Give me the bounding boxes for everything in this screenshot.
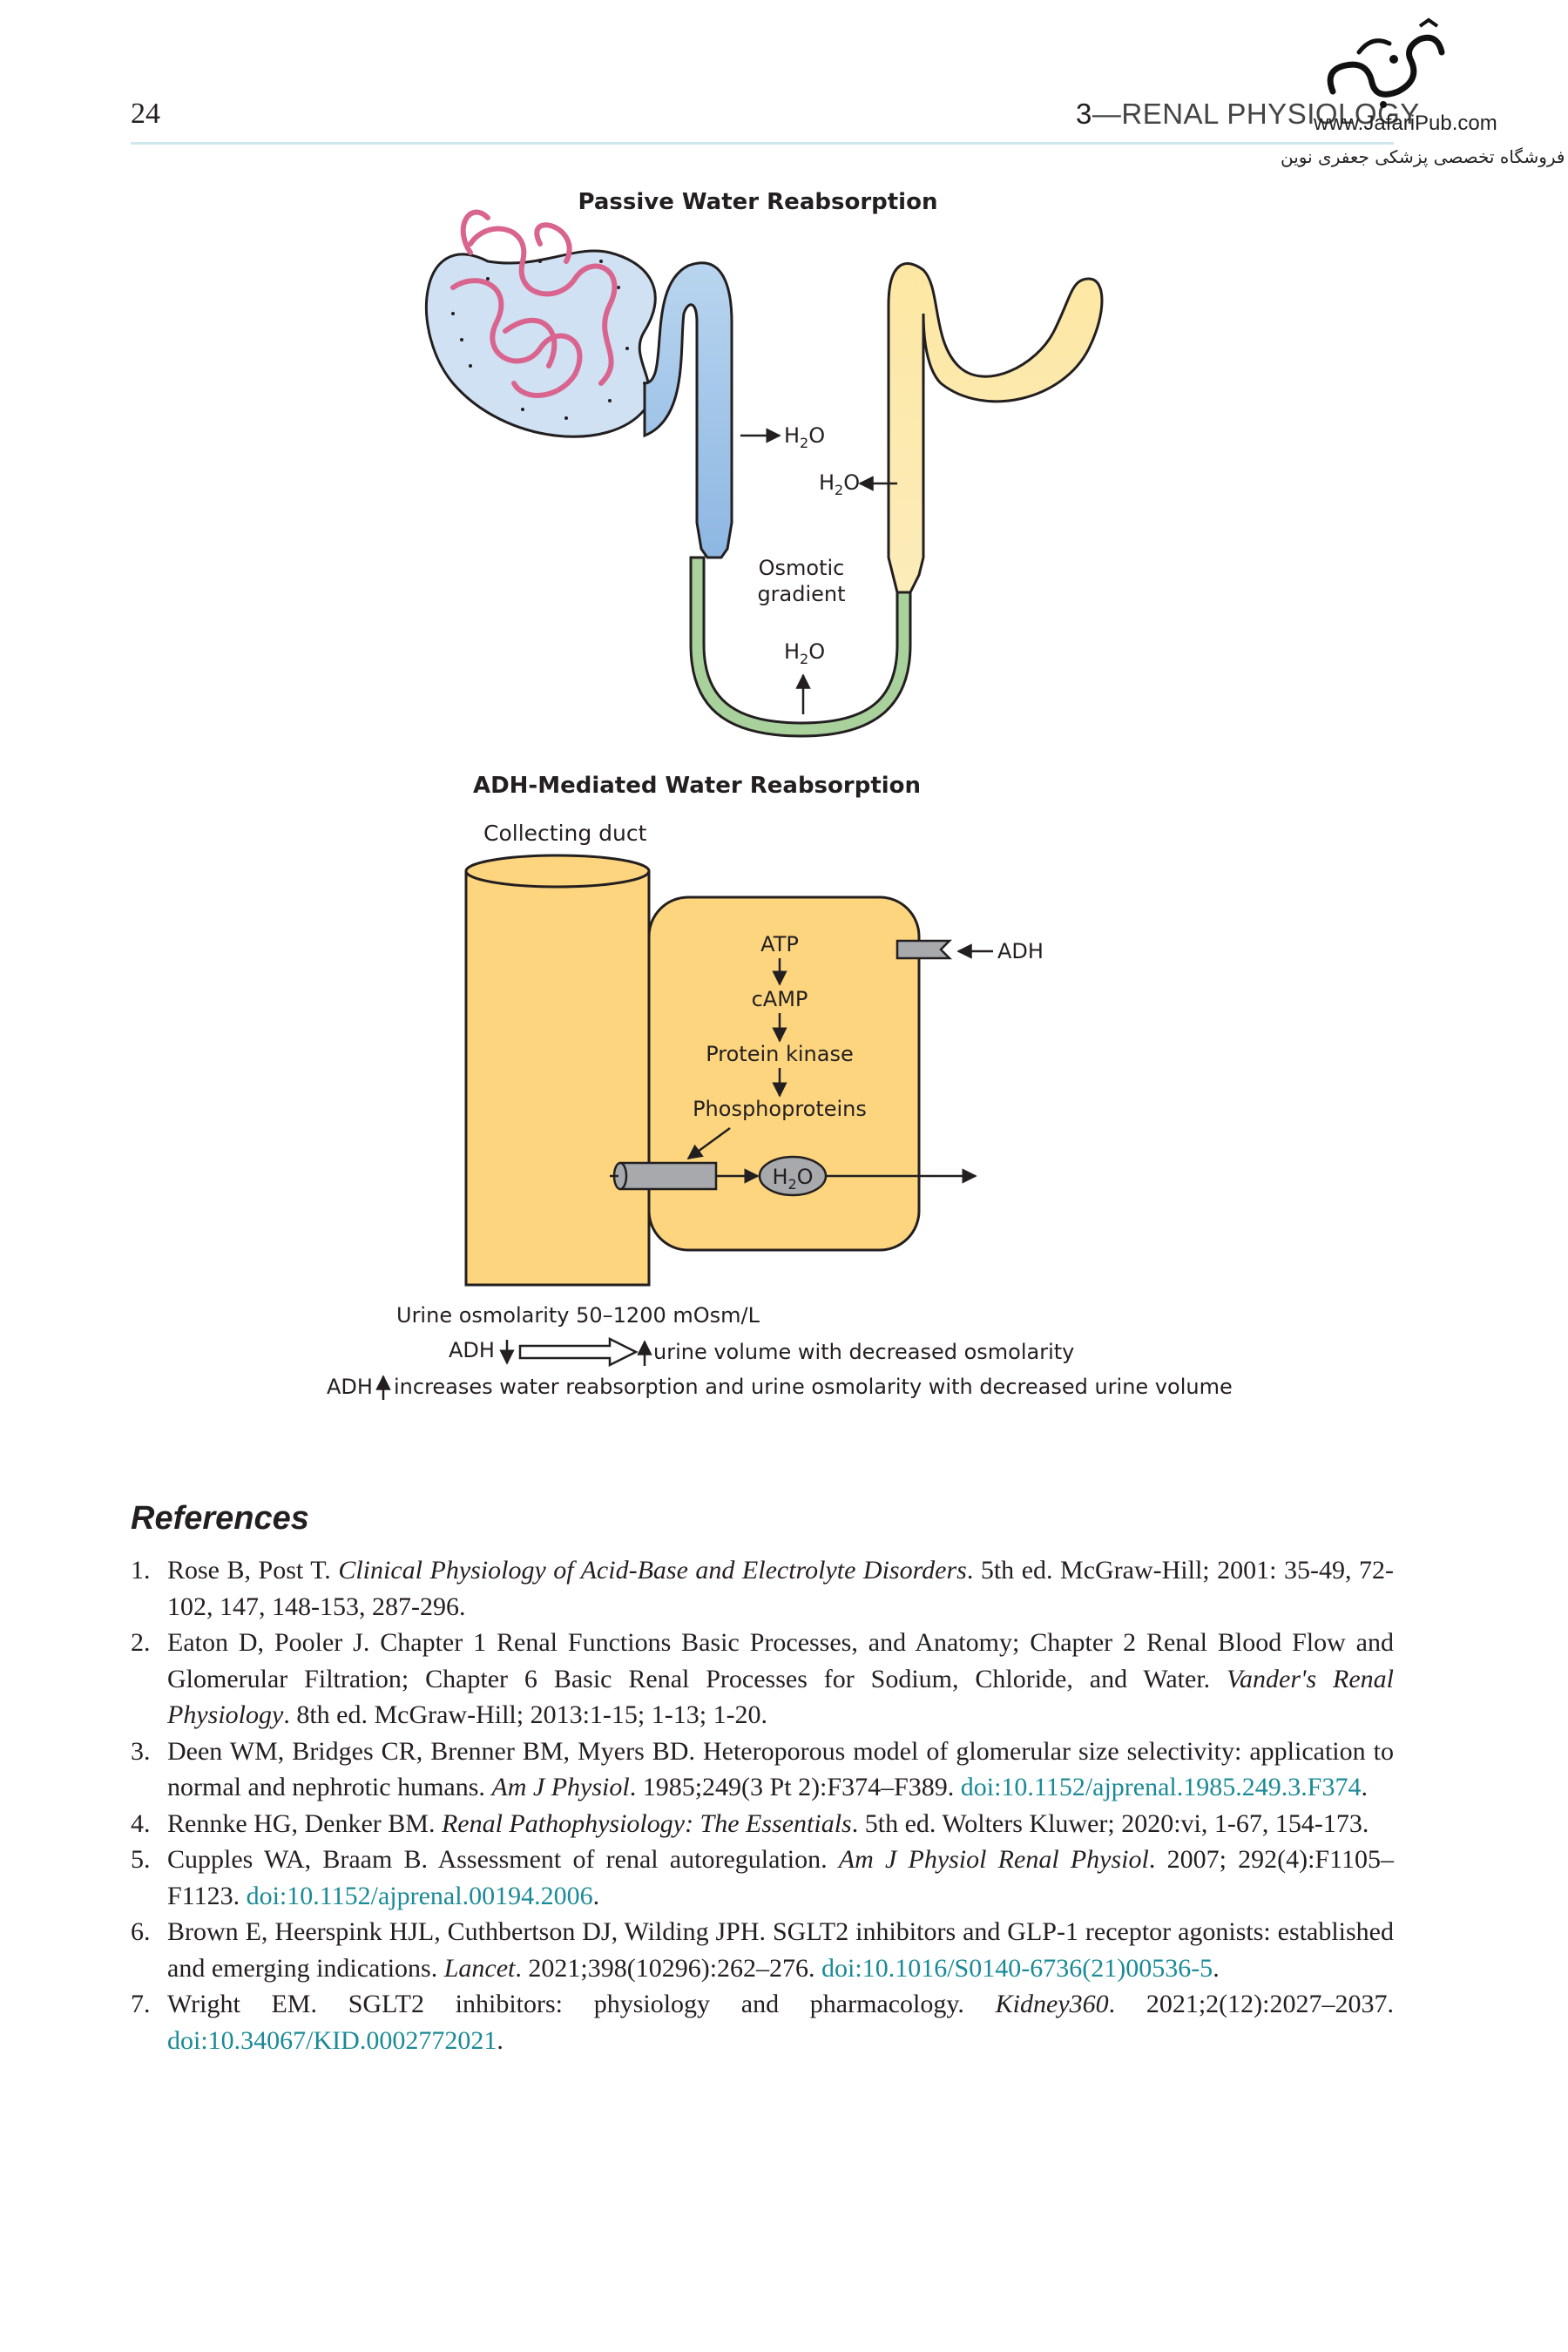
reference-authors: Brown E, Heerspink HJL, Cuthbertson DJ, … (167, 1917, 1394, 1983)
reference-authors: Wright EM. SGLT2 inhibitors: physiology … (167, 1990, 996, 2018)
reference-doi-link[interactable]: doi:10.1016/S0140-6736(21)00536-5 (821, 1953, 1213, 1983)
reference-item: 5. Cupples WA, Braam B. Assessment of ren… (131, 1842, 1394, 1914)
reference-details: . 2021;2(12):2027–2037. (1108, 1990, 1394, 2018)
atp-label: ATP (760, 932, 799, 956)
reference-source: Clinical Physiology of Acid-Base and Ele… (338, 1556, 967, 1585)
reference-source: Renal Pathophysiology: The Essentials (441, 1808, 852, 1838)
ascending-limb (887, 262, 1104, 594)
reference-doi-link[interactable]: doi:10.34067/KID.0002772021 (167, 2025, 497, 2055)
reference-authors: Cupples WA, Braam B. Assessment of renal… (167, 1845, 839, 1874)
h2o-channel-label: H2O (772, 1165, 813, 1193)
h2o-label-left: H2O (784, 423, 825, 451)
urine-osmolarity-text: Urine osmolarity 50–1200 mOsm/L (396, 1303, 760, 1328)
adh-up-effect-text: increases water reabsorption and urine o… (394, 1375, 1233, 1399)
reference-details: . 2007; 292(4):F1105–F1123. (167, 1845, 1394, 1910)
adh-receptor (896, 939, 953, 960)
phosphoproteins-label: Phosphoproteins (693, 1097, 867, 1121)
header-rule (131, 142, 1394, 145)
reference-item: 2. Eaton D, Pooler J. Chapter 1 Renal Fun… (131, 1625, 1394, 1734)
page-number: 24 (131, 98, 160, 130)
adh-down-label: ADH (449, 1338, 495, 1362)
reference-item: 1. Rose B, Post T. Clinical Physiology of… (131, 1552, 1394, 1625)
reference-details: . 5th ed. McGraw-Hill; 2001: 35-49, 72-1… (167, 1556, 1394, 1621)
reference-tail: . (1213, 1953, 1220, 1983)
h2o-label-bottom: H2O (784, 639, 825, 667)
loop-of-henle (689, 556, 912, 738)
osmotic-gradient-line2: gradient (757, 582, 845, 606)
collecting-duct-label: Collecting duct (483, 821, 647, 846)
open-right-arrow-icon (518, 1336, 639, 1368)
reference-source: Vander's Renal Physiology (167, 1664, 1394, 1730)
reference-item: 4. Rennke HG, Denker BM. Renal Pathophysi… (131, 1806, 1394, 1842)
reference-number: 2. (131, 1628, 151, 1657)
protein-kinase-label: Protein kinase (706, 1042, 854, 1066)
watermark-persian-text: فروشگاه تخصصی پزشکی جعفری نوین (1281, 146, 1565, 167)
collecting-duct-cylinder (464, 854, 651, 1287)
references-heading: References (131, 1500, 309, 1537)
chapter-title: —RENAL PHYSIOLOGY (1092, 98, 1420, 130)
figure-diagrams: Passive Water Reabsorption H2O H2O Osmot… (327, 189, 1233, 1400)
adh-up-label: ADH (327, 1375, 373, 1399)
watermark-url: www.JafariPub.com (1314, 112, 1497, 135)
reference-source: Lancet (443, 1953, 516, 1983)
passive-figure-title: Passive Water Reabsorption (578, 189, 938, 215)
adh-down-effect-text: urine volume with decreased osmolarity (653, 1340, 1074, 1364)
reference-details: . 2021;398(10296):262–276. (515, 1953, 822, 1983)
reference-authors: Eaton D, Pooler J. Chapter 1 Renal Funct… (167, 1628, 1394, 1693)
adh-label: ADH (997, 939, 1044, 963)
reference-number: 4. (131, 1808, 151, 1838)
camp-label: cAMP (752, 987, 808, 1011)
reference-authors: Rennke HG, Denker BM. (167, 1808, 442, 1838)
osmotic-gradient-line1: Osmotic (759, 556, 845, 580)
reference-tail: . (592, 1881, 600, 1910)
proximal-tubule (643, 261, 733, 559)
reference-details: . 5th ed. Wolters Kluwer; 2020:vi, 1-67,… (851, 1808, 1369, 1838)
glomerulus-capillaries (450, 209, 618, 398)
aquaporin-channel (612, 1161, 718, 1191)
reference-source: Am J Physiol Renal Physiol (838, 1845, 1149, 1874)
reference-tail: . (497, 2025, 504, 2055)
reference-doi-link[interactable]: doi:10.1152/ajprenal.1985.249.3.F374 (960, 1773, 1362, 1801)
reference-details: . 1985;249(3 Pt 2):F374–F389. (629, 1773, 961, 1801)
h2o-label-right: H2O (819, 470, 860, 498)
reference-item: 3. Deen WM, Bridges CR, Brenner BM, Myers… (131, 1734, 1394, 1806)
reference-authors: Deen WM, Bridges CR, Brenner BM, Myers B… (167, 1736, 1394, 1802)
reference-number: 1. (131, 1556, 151, 1585)
running-head: 3—RENAL PHYSIOLOGY (1076, 98, 1420, 131)
reference-item: 6. Brown E, Heerspink HJL, Cuthbertson DJ… (131, 1914, 1394, 1986)
chapter-number: 3 (1076, 98, 1092, 130)
reference-tail: . (1361, 1773, 1368, 1801)
reference-list: 1. Rose B, Post T. Clinical Physiology of… (131, 1552, 1394, 2058)
reference-source: Am J Physiol (491, 1773, 630, 1801)
reference-details: . 8th ed. McGraw-Hill; 2013:1-15; 1-13; … (283, 1700, 768, 1729)
reference-source: Kidney360 (995, 1990, 1109, 2018)
publisher-logo (1327, 17, 1445, 108)
reference-doi-link[interactable]: doi:10.1152/ajprenal.00194.2006 (246, 1881, 593, 1910)
reference-number: 3. (131, 1736, 151, 1766)
reference-authors: Rose B, Post T. (167, 1556, 339, 1585)
reference-number: 6. (131, 1917, 151, 1946)
reference-number: 7. (131, 1990, 151, 2018)
adh-figure-title: ADH-Mediated Water Reabsorption (473, 773, 921, 799)
reference-number: 5. (131, 1845, 151, 1874)
reference-item: 7. Wright EM. SGLT2 inhibitors: physiolog… (131, 1986, 1394, 2058)
